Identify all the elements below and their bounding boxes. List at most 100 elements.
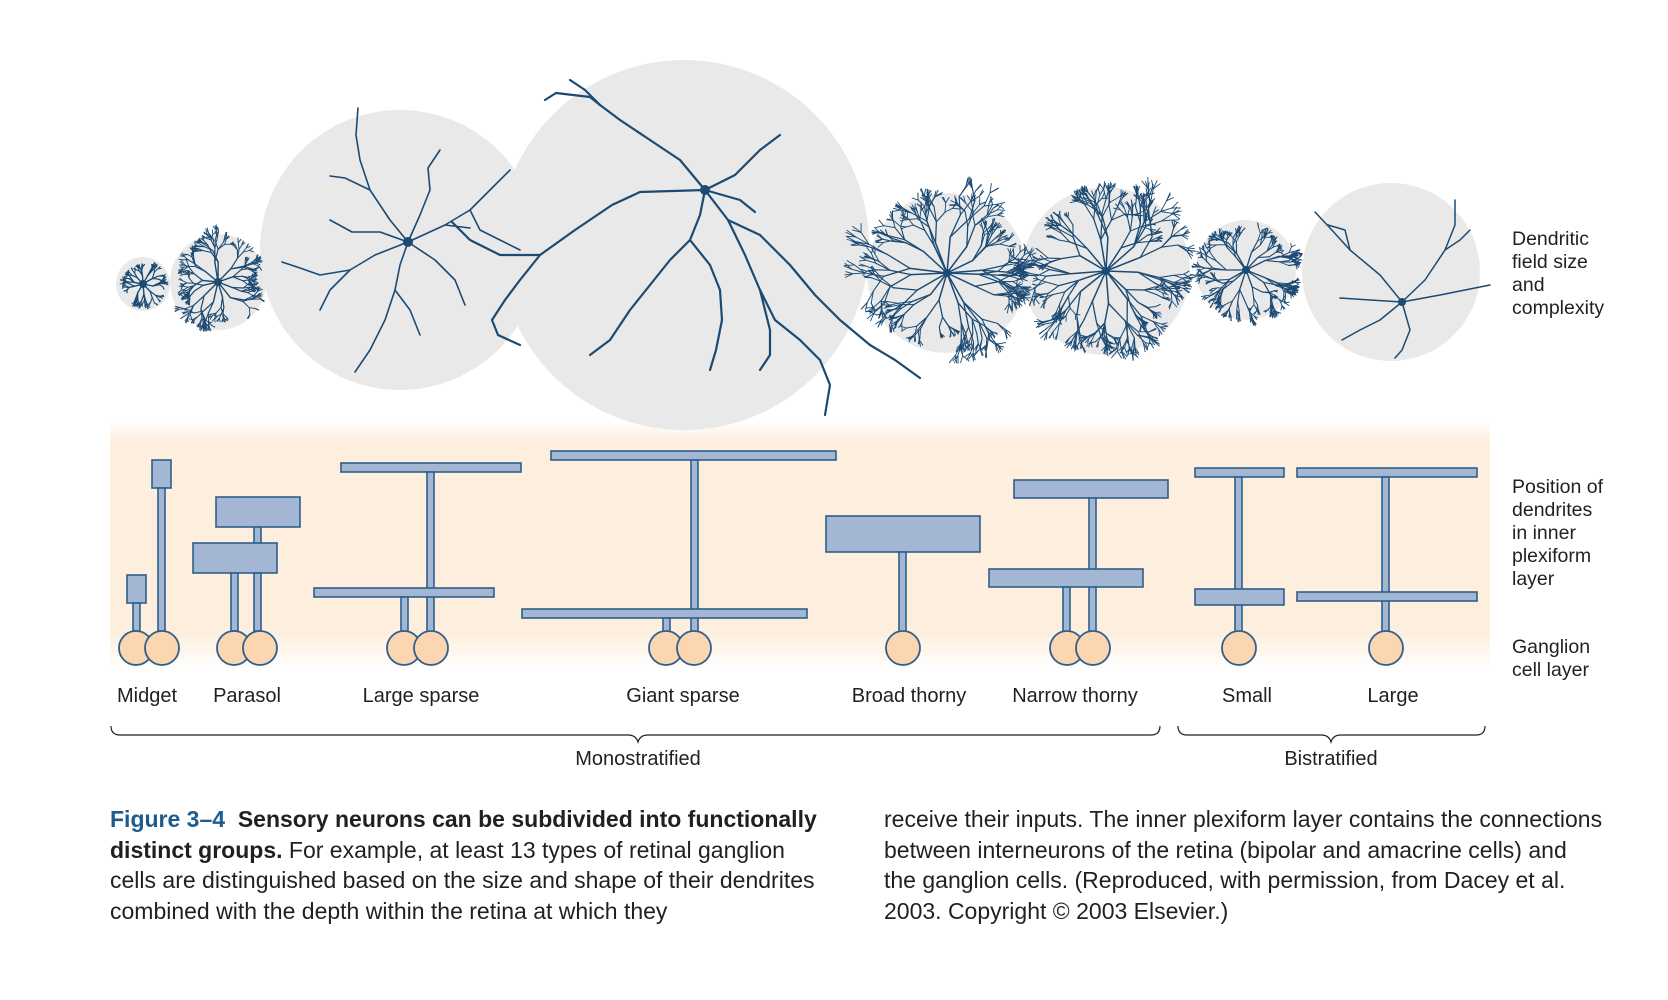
dendrite-branch [1000,231,1006,236]
dendrite-branch [246,246,251,248]
dendrite-branch [225,235,229,240]
dendrite-branch [914,203,916,211]
parasol-stalk [230,572,239,632]
dendrite-branch [1008,234,1015,240]
dendrite-branch [1252,319,1257,325]
dendrite-branch [970,193,973,203]
dendrite-branch [1149,337,1156,346]
dendrite-branch [1126,216,1131,232]
dendrite-branch [257,288,263,292]
small-stalk [1234,476,1243,633]
dendrite-branch [971,318,974,334]
dendrite-branch [181,269,184,273]
dendrite-branch [985,234,992,248]
dendrite-branch [1153,206,1157,214]
dendrite-branch [247,286,253,290]
dendrite-branch [233,245,238,251]
soma-dot [1398,298,1406,306]
dendrite-branch [1094,200,1100,217]
dendrite-branch [903,239,925,253]
dendrite-branch [1081,336,1089,342]
dendrite-branch [946,259,974,274]
dendrite-branch [1210,244,1218,249]
dendrite-branch [242,266,251,271]
dendrite-branch [916,272,948,291]
dendrite-branch [191,250,194,258]
bistratified-brace [1177,725,1486,745]
dendrite-branch [128,283,136,287]
dendrite-branch [889,324,891,333]
dendrite-branch [917,328,920,341]
dendrite-branch [878,219,885,227]
dendrite-branch [1018,294,1023,303]
dendrite-branch [983,203,997,207]
dendrite-branch [926,205,931,222]
dendrite-branch [922,250,948,274]
dendrite-branch [1148,328,1157,333]
dendrite-branch [1186,247,1195,250]
dendrite-branch [1215,278,1230,281]
dendrite-branch [1002,258,1016,267]
dendrite-branch [1040,251,1049,259]
dendrite-branch [1162,289,1168,295]
dendrite-branch [1049,226,1055,230]
dendrite-branch [985,243,1001,247]
label-bistratified: Bistratified [1284,748,1377,770]
dendrite-branch [865,259,877,264]
dendrite-branch [954,329,960,333]
dendrite-branch [959,201,972,216]
dendrite-branch [971,318,978,335]
dendrite-branch [981,318,998,324]
dendrite-branch [1285,285,1292,290]
dendrite-branch [917,218,930,228]
dendrite-branch [123,279,129,283]
dendrite-branch [866,312,875,320]
dendrite-branch [917,316,928,330]
dendrite-branch [1095,341,1099,348]
dendrite-branch [891,240,907,244]
dendrite-branch [1124,347,1129,356]
dendrite-branch [863,256,872,258]
dendrite-branch [1226,239,1228,249]
dendrite-branch [1119,209,1128,218]
dendrite-branch [870,312,875,322]
dendrite-branch [157,298,161,303]
dendrite-branch [1213,233,1216,238]
dendrite-branch [1108,191,1110,205]
dendrite-branch [1064,279,1080,293]
dendrite-branch [970,201,974,213]
soma-dot [1242,266,1250,274]
dendrite-branch [134,267,137,271]
label-broad-thorny: Broad thorny [852,685,967,707]
dendrite-branch [1038,258,1045,261]
dendrite-branch [207,326,211,332]
dendrite-branch [1272,242,1276,248]
dendrite-branch [1203,297,1208,301]
dendrite-branch [1016,254,1025,264]
dendrite-branch [1015,283,1024,288]
dendrite-branch [193,279,204,287]
dendrite-branch [1004,303,1010,311]
dendrite-branch [1186,244,1195,249]
dendrite-branch [215,226,220,232]
dendrite-branch [232,276,244,282]
dendrite-branch [979,348,984,356]
dendrite-branch [1212,267,1227,271]
dendrite-branch [1182,231,1191,236]
dendrite-branch [1210,297,1217,301]
dendrite-branch [987,214,998,218]
dendrite-branch [1020,268,1025,278]
dendrite-branch [1124,336,1129,349]
dendrite-branch [1274,248,1280,254]
dendrite-branch [1105,188,1110,200]
dendrite-branch [864,275,872,279]
dendrite-branch [184,265,189,270]
dendrite-branch [202,250,212,253]
dendrite-branch [1060,216,1066,225]
dendrite-branch [1077,270,1107,282]
dendrite-branch [1129,348,1135,355]
dendrite-branch [1154,288,1163,294]
dendrite-branch [1200,252,1204,259]
dendrite-branch [1172,234,1184,237]
dendrite-branch [1050,215,1055,221]
